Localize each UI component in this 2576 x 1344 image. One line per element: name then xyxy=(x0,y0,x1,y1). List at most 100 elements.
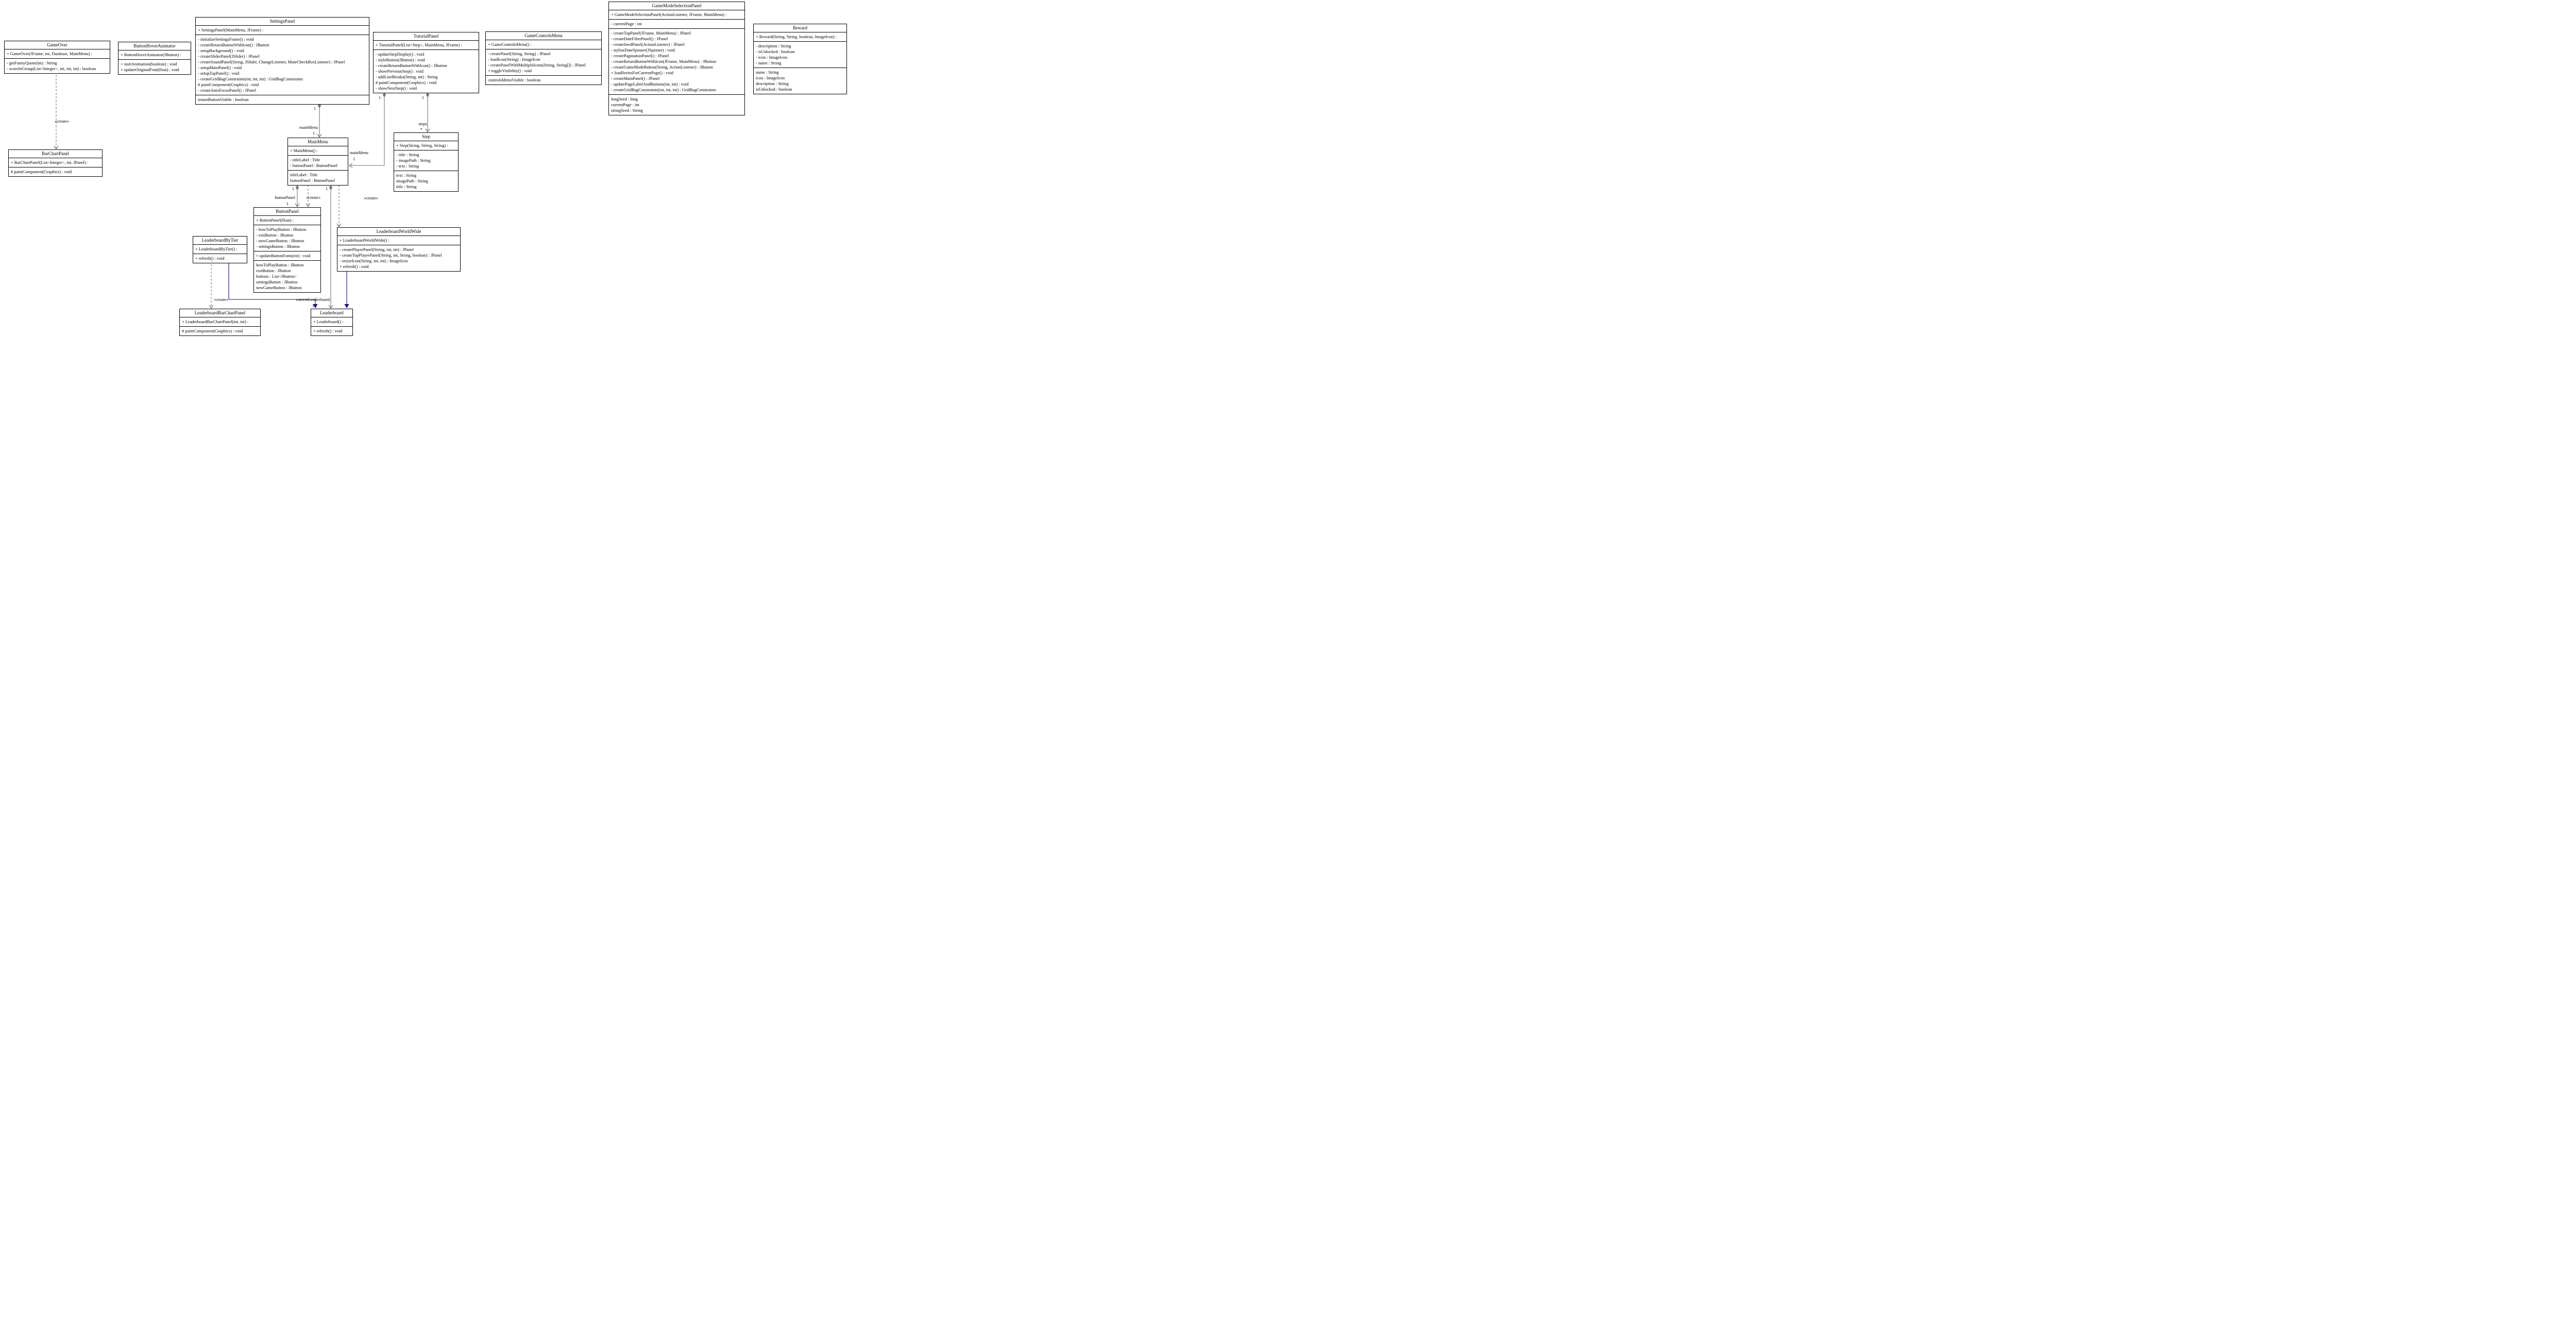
class-compartment: + SettingsPanel(MainMenu, JFrame) : xyxy=(196,25,369,35)
open-arrowhead-icon xyxy=(328,305,333,309)
class-title-step: Step xyxy=(421,134,430,139)
open-arrowhead-icon xyxy=(336,223,342,228)
open-arrowhead-icon xyxy=(425,128,430,133)
edge-label: 1 xyxy=(314,106,316,111)
class-member: - name : String xyxy=(756,61,782,65)
class-member: icon : ImageIcon xyxy=(756,76,785,80)
class-member: - icon : ImageIcon xyxy=(756,55,788,60)
class-member: + loadSeriesForCurrentPage() : void xyxy=(611,71,674,75)
class-member: controlsMenuVisible : boolean xyxy=(488,78,541,82)
class-compartment: + GameModeSelectionPanel(ActionListener,… xyxy=(609,10,744,19)
class-member: returnButtonVisible : boolean xyxy=(198,97,249,102)
class-compartment: - description : String- isUnlocked : boo… xyxy=(754,41,846,68)
composition-diamond-icon xyxy=(329,185,333,190)
class-title-gamecontrolsmenu: GameControlsMenu xyxy=(524,33,563,38)
class-compartment: + refresh() : void xyxy=(311,326,352,335)
class-member: - showPreviousStep() : void xyxy=(376,69,423,74)
class-member: settingsButton : JButton xyxy=(256,280,298,284)
class-compartment: returnButtonVisible : boolean xyxy=(196,95,369,104)
class-member: + BarChartPanel(List<Integer>, int, JPan… xyxy=(11,160,88,165)
edge-label: 1 xyxy=(422,95,424,100)
class-member: + toggleVisibility() : void xyxy=(488,69,532,73)
edge-label: buttonPanel xyxy=(275,195,295,200)
edge-label: steps xyxy=(418,122,427,126)
generalization-arrowhead-icon xyxy=(344,304,349,308)
class-compartment: - getFunnyQuote(int) : String- scoreInGr… xyxy=(5,58,110,73)
class-member: + Reward(String, String, boolean, ImageI… xyxy=(756,35,837,39)
class-title-reward: Reward xyxy=(793,25,807,30)
class-compartment: + MainMenu() : xyxy=(288,146,348,155)
class-member: - createSoundPanel(String, JSlider, Chan… xyxy=(198,60,345,64)
class-title-mainmenu: MainMenu xyxy=(308,139,328,144)
class-member: - getFunnyQuote(int) : String xyxy=(7,61,57,65)
edge-leaderboardbytier-leaderboard xyxy=(228,261,316,308)
class-compartment: controlsMenuVisible : boolean xyxy=(486,75,601,85)
class-box-leaderboardbytier: LeaderboardByTier + LeaderboardByTier() :… xyxy=(193,236,247,263)
open-arrowhead-icon xyxy=(348,163,353,168)
class-member: howToPlayButton : JButton xyxy=(256,263,304,267)
class-member: - createPanelWithMultipleIcons(String, S… xyxy=(488,63,586,68)
class-member: longSeed : long xyxy=(611,97,638,102)
class-compartment: - updateStepDisplay() : void- styleButto… xyxy=(374,49,479,93)
class-box-gameover: GameOver + GameOver(JFrame, int, Database… xyxy=(4,41,110,74)
class-compartment: - createPanel(String, String) : JPanel - … xyxy=(486,49,601,75)
class-member: + SettingsPanel(MainMenu, JFrame) : xyxy=(198,28,264,32)
class-member: - createPanel(String, String) : JPanel xyxy=(488,52,551,56)
class-member: + ButtonPanel(float) : xyxy=(256,218,294,223)
edge-label: mainMenu xyxy=(299,125,318,130)
edge-label: mainMenu xyxy=(350,150,368,155)
class-member: - howToPlayButton : JButton xyxy=(256,227,307,232)
class-member: - showNextStep() : void xyxy=(376,86,417,91)
class-compartment: - createPlayerPanel(String, int, int) : … xyxy=(337,245,460,271)
class-member: # paintComponent(Graphics) : void xyxy=(11,170,72,174)
class-member: - stylizeDateSpinner(JSpinner) : void xyxy=(611,48,675,53)
class-member: - currentPage : int xyxy=(611,22,642,26)
generalization-arrowhead-icon xyxy=(313,304,318,308)
class-compartment: + TutorialPanel(List<Step>, MainMenu, JF… xyxy=(374,40,479,49)
class-member: + GameOver(JFrame, int, Database, MainMe… xyxy=(7,52,92,56)
class-member: - createMainPanel() : JPanel xyxy=(611,76,660,81)
class-member: - description : String xyxy=(756,44,791,48)
class-member: imagePath : String xyxy=(396,179,428,183)
class-title-leaderboard: Leaderboard xyxy=(320,310,344,315)
class-box-buttonpanel: ButtonPanel+ ButtonPanel(float) :- howTo… xyxy=(253,207,321,293)
class-member: + MainMenu() : xyxy=(290,148,318,153)
edge-label: 1 xyxy=(326,187,328,191)
class-compartment: + ButtonHoverAnimator(JButton) : xyxy=(118,50,191,59)
class-member: - createSliderPanel(JSlider) : JPanel xyxy=(198,54,260,59)
class-member: - titleLabel : Title xyxy=(290,158,320,162)
class-member: + LeaderboardByTier() : xyxy=(195,247,238,251)
open-arrowhead-icon xyxy=(54,145,59,150)
class-member: - initializeSettingsFrame() : void xyxy=(198,37,254,42)
class-member: - createGameModeButton(String, ActionLis… xyxy=(611,65,713,70)
class-member: - createGridBagConstraints(int, int, int… xyxy=(611,88,716,92)
class-box-gamemodeselectionpanel: GameModeSelectionPanel+ GameModeSelectio… xyxy=(608,2,745,115)
edge-tutorialpanel-mainmenu xyxy=(349,91,385,166)
class-member: + refresh() : void xyxy=(340,264,369,269)
class-member: + TutorialPanel(List<Step>, MainMenu, JF… xyxy=(376,43,462,47)
class-title-gameover: GameOver xyxy=(47,42,67,47)
class-compartment: # paintComponent(Graphics) : void xyxy=(180,326,260,335)
class-member: + LeaderboardBarChartPanel(int, int) : xyxy=(182,320,249,324)
class-member: isUnlocked : boolean xyxy=(756,87,792,92)
class-member: title : String xyxy=(396,184,417,189)
class-member: - styleButton(JButton) : void xyxy=(376,58,425,62)
class-member: name : String xyxy=(756,70,779,75)
edge-label: 1 xyxy=(353,157,355,161)
class-member: - buttonPanel : ButtonPanel xyxy=(290,163,337,168)
edge-label: 1 xyxy=(312,304,314,308)
edge-label: 1 xyxy=(292,187,294,191)
class-member: buttonPanel : ButtonPanel xyxy=(290,178,335,183)
open-arrowhead-icon xyxy=(317,133,322,138)
class-member: - createDateFilterPanel() : JPanel xyxy=(611,37,668,41)
class-title-leaderboardbytier: LeaderboardByTier xyxy=(201,238,239,243)
class-member: - imagePath : String xyxy=(396,158,431,163)
class-member: - addLineBreaks(String, int) : String xyxy=(376,75,438,79)
class-member: - setupMainPanel() : void xyxy=(198,65,242,70)
class-member: buttons : List<JButton> xyxy=(256,274,297,279)
class-member: newGameButton : JButton xyxy=(256,285,302,290)
class-member: # paintComponent(Graphics) : void xyxy=(198,82,259,87)
